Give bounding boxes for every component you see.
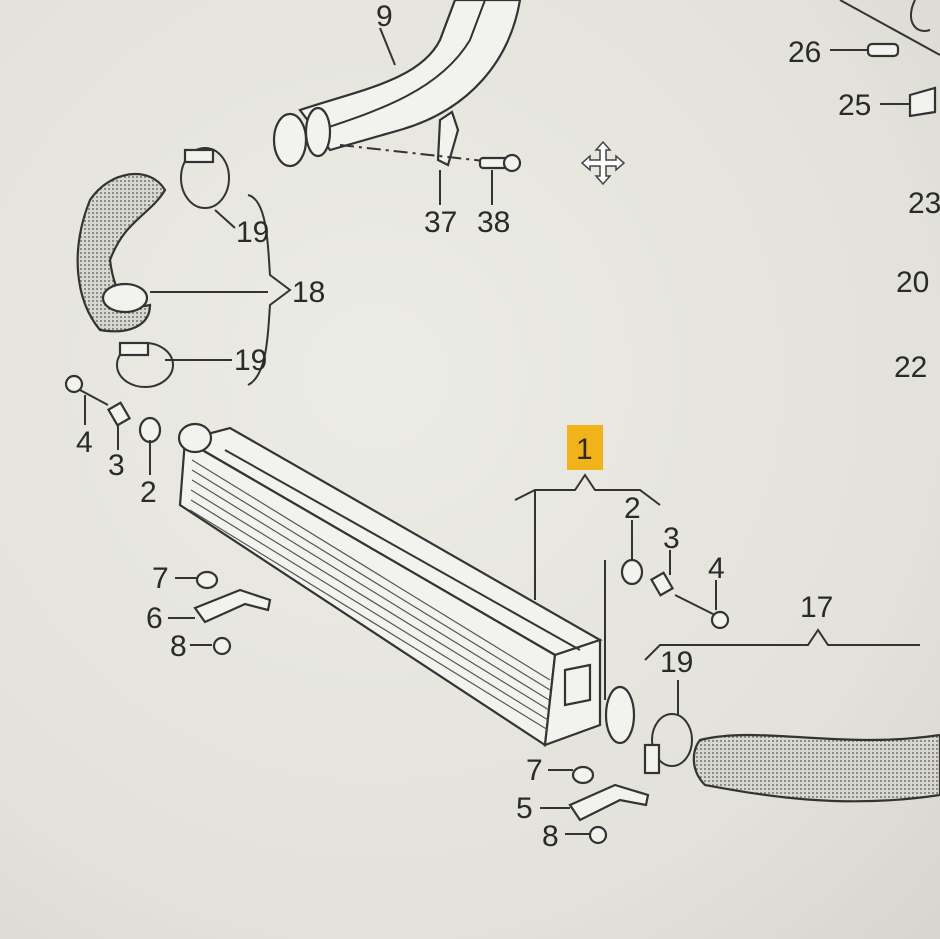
callout-6[interactable]: 6 <box>146 602 163 635</box>
callout-5[interactable]: 5 <box>516 792 533 825</box>
upper-right-parts <box>839 0 940 118</box>
callout-25[interactable]: 25 <box>838 89 871 122</box>
clamp-19-lower <box>116 341 174 388</box>
callout-2-right[interactable]: 2 <box>624 492 641 525</box>
clamp-19-upper <box>180 147 230 209</box>
bracket-5 <box>568 765 650 845</box>
callout-4-right[interactable]: 4 <box>708 552 725 585</box>
callout-22[interactable]: 22 <box>894 351 927 384</box>
leader-lines <box>84 27 920 835</box>
callout-3-left[interactable]: 3 <box>108 449 125 482</box>
left-mount-hardware <box>64 374 162 444</box>
callout-17[interactable]: 17 <box>800 591 833 624</box>
callout-20[interactable]: 20 <box>896 266 929 299</box>
callout-37[interactable]: 37 <box>424 206 457 239</box>
hose-17 <box>692 733 940 803</box>
callout-19-lower[interactable]: 19 <box>234 344 267 377</box>
callout-1[interactable]: 1 <box>576 433 593 466</box>
callout-2-left[interactable]: 2 <box>140 476 157 509</box>
callout-7-right[interactable]: 7 <box>526 754 543 787</box>
move-cursor-icon <box>580 140 626 186</box>
right-mount-hardware <box>620 558 730 630</box>
callout-7-left[interactable]: 7 <box>152 562 169 595</box>
callout-3-right[interactable]: 3 <box>663 522 680 555</box>
bracket-37 <box>339 110 522 173</box>
callout-26[interactable]: 26 <box>788 36 821 69</box>
callout-19-upper[interactable]: 19 <box>236 216 269 249</box>
callout-19-right[interactable]: 19 <box>660 646 693 679</box>
callout-18[interactable]: 18 <box>292 276 325 309</box>
intercooler-1 <box>177 422 603 747</box>
bracket-6 <box>193 570 272 656</box>
callout-4-left[interactable]: 4 <box>76 426 93 459</box>
callout-9[interactable]: 9 <box>376 0 393 33</box>
outlet-pipe <box>604 685 693 775</box>
callout-highlight <box>567 425 603 470</box>
callout-8-right[interactable]: 8 <box>542 820 559 853</box>
callout-23[interactable]: 23 <box>908 187 940 220</box>
upper-pipe-9 <box>272 0 522 168</box>
callout-labels: 9 26 25 23 20 22 37 38 19 18 19 4 3 2 1 … <box>76 0 940 853</box>
callout-38[interactable]: 38 <box>477 206 510 239</box>
hose-18 <box>76 172 167 333</box>
callout-8-left[interactable]: 8 <box>170 630 187 663</box>
